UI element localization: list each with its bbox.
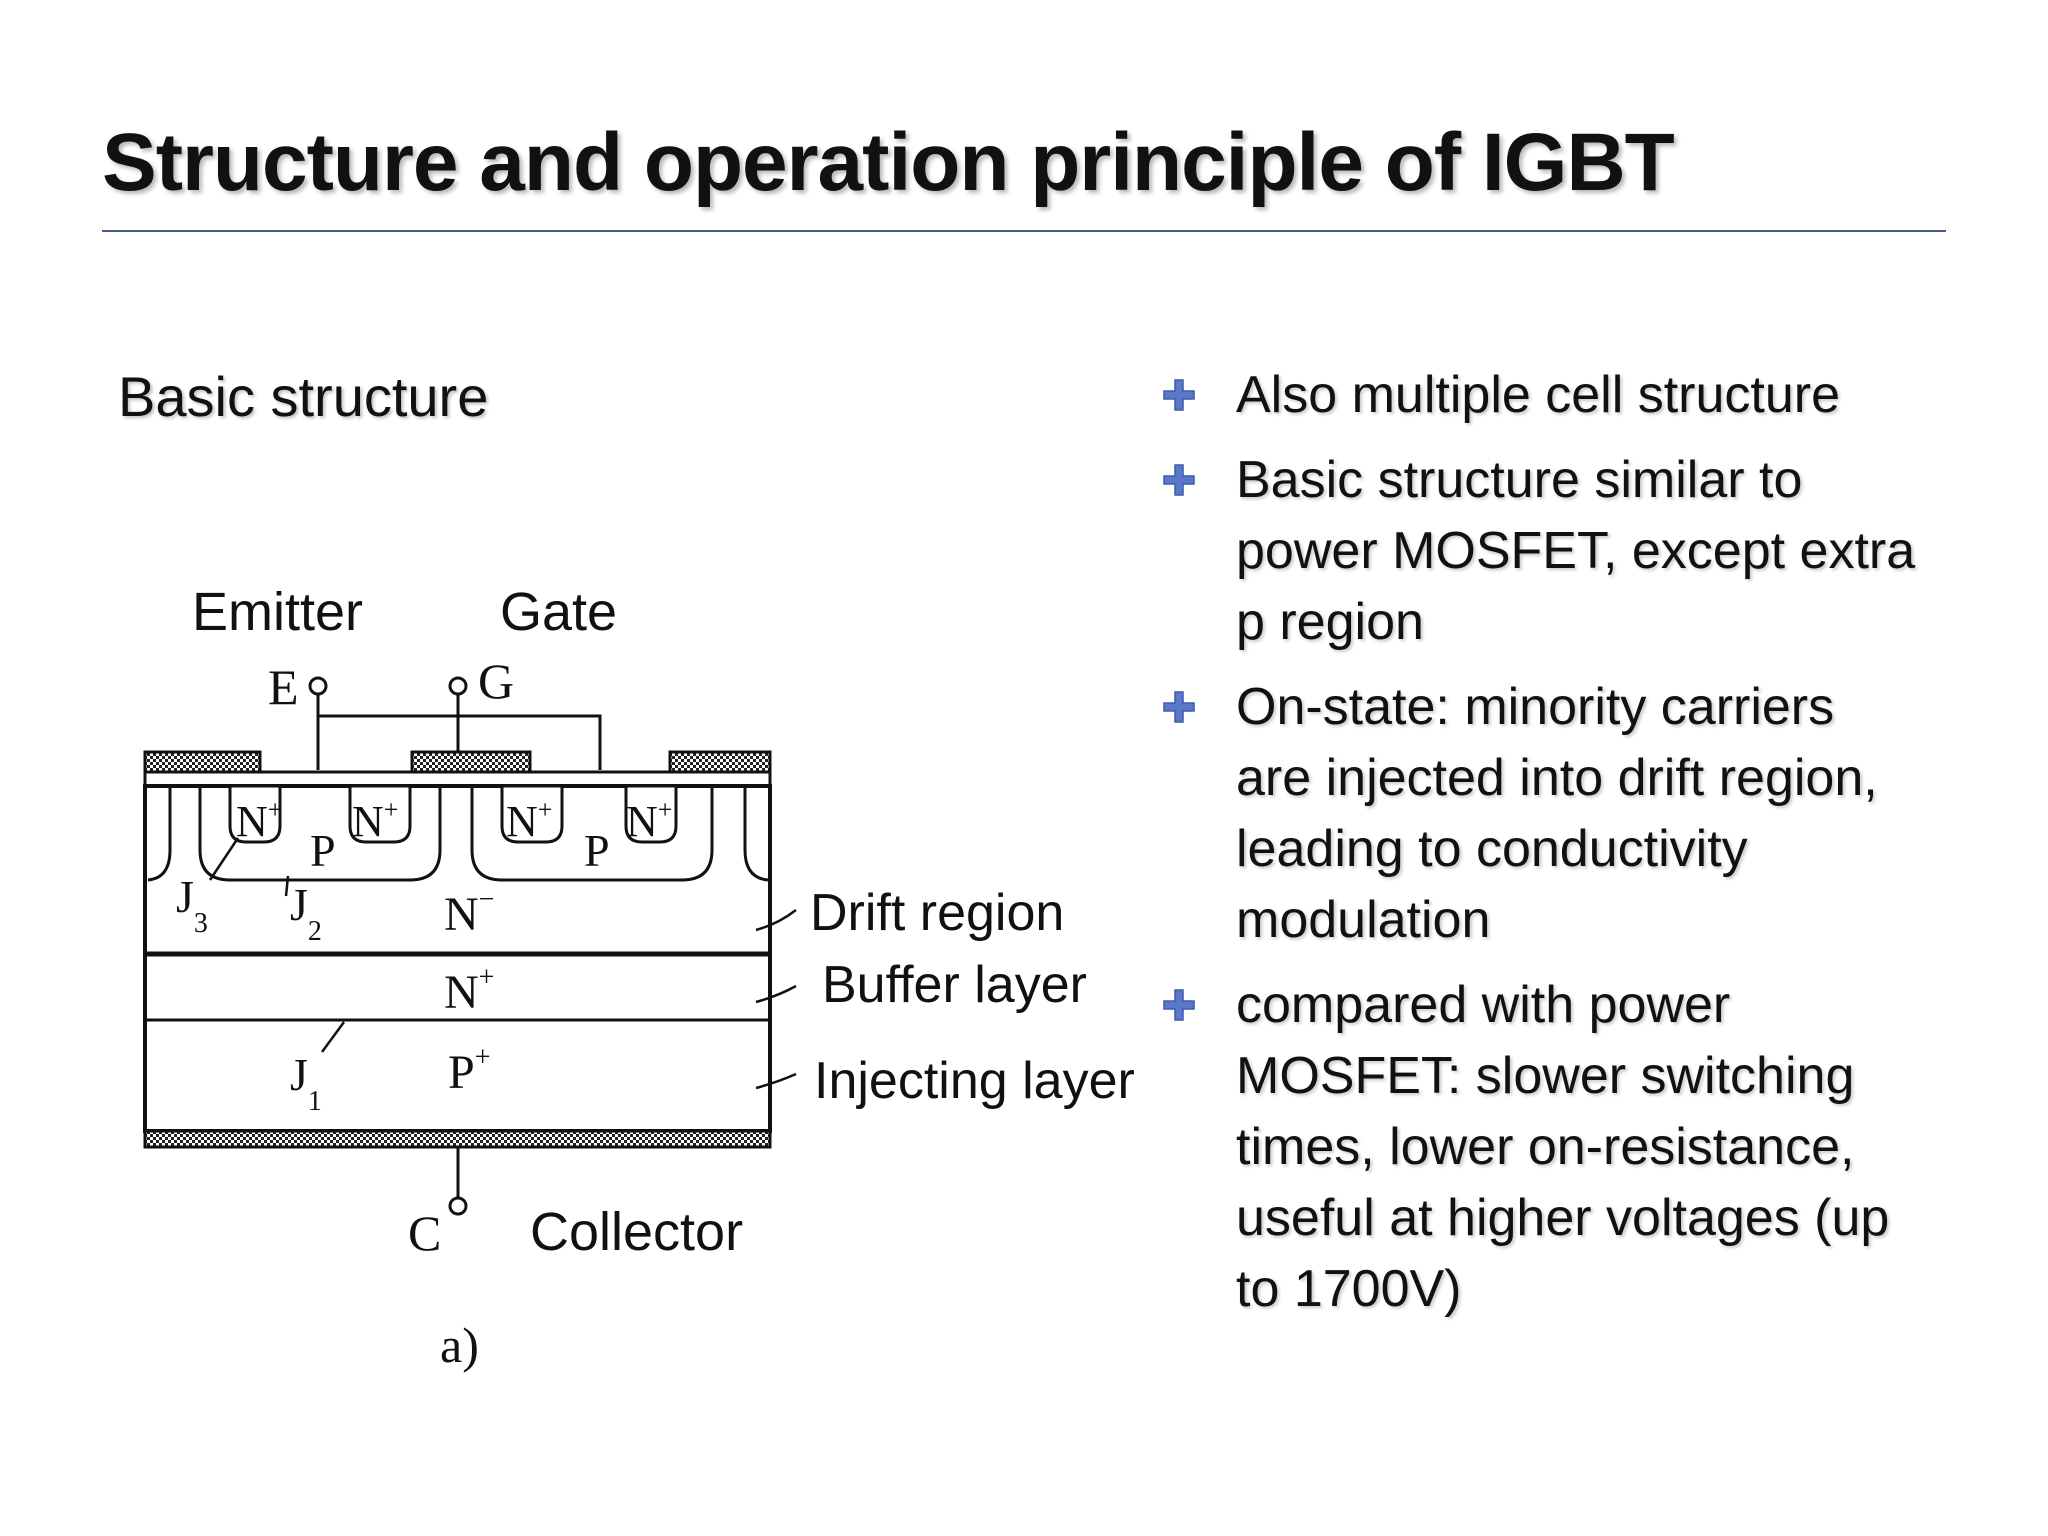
bullet-text: compared with power MOSFET: slower switc… bbox=[1236, 976, 1890, 1318]
junction-j1-label: J1 bbox=[290, 1049, 322, 1117]
junction-j3-label: J3 bbox=[176, 871, 208, 939]
collector-label: Collector bbox=[530, 1202, 743, 1262]
top-metal-contacts bbox=[143, 750, 772, 788]
drift-region-label: Drift region bbox=[810, 884, 1064, 942]
layer-callout-lines bbox=[755, 909, 797, 1090]
device-body bbox=[143, 784, 772, 1133]
plus-icon bbox=[1163, 989, 1195, 1021]
g-terminal-label: G bbox=[478, 653, 514, 709]
bullet-list: Also multiple cell structure Basic struc… bbox=[1160, 360, 1920, 1339]
plus-icon bbox=[1163, 691, 1195, 723]
p-plus-label: P+ bbox=[448, 1042, 491, 1099]
bullet-text: Basic structure similar to power MOSFET,… bbox=[1236, 451, 1916, 651]
p-region-label-2: P bbox=[584, 825, 610, 876]
bullet-item: Also multiple cell structure bbox=[1160, 360, 1920, 431]
terminal-wires bbox=[316, 694, 602, 770]
n-minus-label: N− bbox=[444, 884, 494, 941]
injecting-layer-label: Injecting layer bbox=[814, 1052, 1135, 1110]
n-plus-label-4: N+ bbox=[626, 795, 672, 846]
collector-metal bbox=[143, 1129, 772, 1149]
n-plus-label-1: N+ bbox=[236, 795, 282, 846]
gate-terminal bbox=[448, 676, 468, 696]
slide-title: Structure and operation principle of IGB… bbox=[102, 117, 1675, 208]
bullet-item: compared with power MOSFET: slower switc… bbox=[1160, 970, 1920, 1325]
section-heading: Basic structure bbox=[118, 365, 489, 428]
figure-caption: a) bbox=[440, 1317, 479, 1373]
c-terminal-label: C bbox=[408, 1205, 441, 1261]
buffer-layer-label: Buffer layer bbox=[822, 956, 1087, 1014]
gate-label: Gate bbox=[500, 582, 617, 642]
gate-oxide bbox=[143, 770, 772, 788]
bullet-item: On-state: minority carriers are injected… bbox=[1160, 672, 1920, 956]
plus-icon bbox=[1163, 464, 1195, 496]
junction-j2-label: J2 bbox=[290, 879, 322, 947]
n-plus-sources bbox=[228, 784, 678, 844]
title-rule bbox=[102, 230, 1946, 232]
emitter-label: Emitter bbox=[192, 582, 363, 642]
n-plus-label-3: N+ bbox=[506, 795, 552, 846]
emitter-terminal bbox=[308, 676, 328, 696]
bullet-text: Also multiple cell structure bbox=[1236, 366, 1840, 424]
bullet-text: On-state: minority carriers are injected… bbox=[1236, 678, 1878, 949]
p-region-label-1: P bbox=[310, 825, 336, 876]
p-wells bbox=[147, 786, 769, 882]
collector-terminal bbox=[448, 1196, 468, 1216]
e-terminal-label: E bbox=[268, 659, 299, 715]
n-plus-label-2: N+ bbox=[352, 795, 398, 846]
junction-pointers bbox=[208, 837, 346, 1053]
bullet-item: Basic structure similar to power MOSFET,… bbox=[1160, 445, 1920, 658]
plus-icon bbox=[1163, 379, 1195, 411]
buffer-n-plus-label: N+ bbox=[444, 962, 494, 1019]
